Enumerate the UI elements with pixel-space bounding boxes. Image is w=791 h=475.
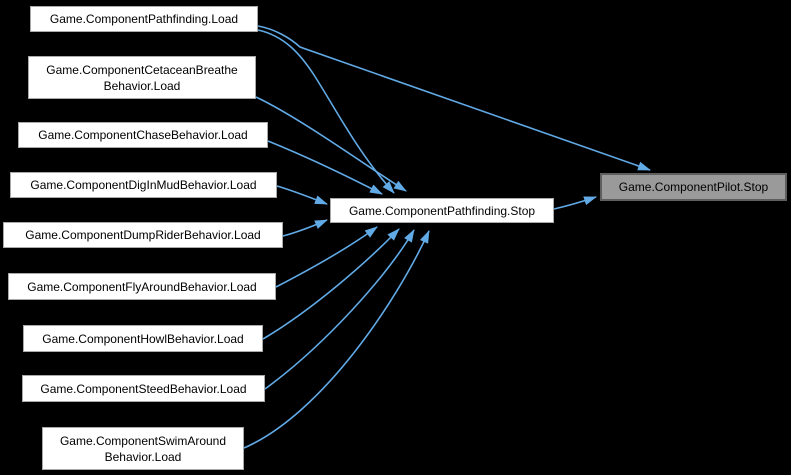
edge-howl-load-to-pathfinding-stop (262, 228, 400, 340)
node-label: Game.ComponentDumpRiderBehavior.Load (25, 228, 261, 242)
node-game-componentdumpriderbehavior-load[interactable]: Game.ComponentDumpRiderBehavior.Load (3, 222, 283, 248)
edge-fly-around-load-to-pathfinding-stop (275, 226, 378, 288)
edge-pathfinding-load-to-pathfinding-stop (257, 29, 395, 194)
node-label: Behavior.Load (104, 449, 182, 464)
edge-pathfinding-load-to-pilot-stop (257, 25, 651, 171)
node-game-componentpilot-stop-current: Game.ComponentPilot.Stop (600, 173, 787, 201)
node-label: Game.ComponentPathfinding.Load (49, 12, 239, 26)
node-game-componentsteedbehavior-load[interactable]: Game.ComponentSteedBehavior.Load (22, 375, 265, 402)
edge-dump-rider-load-to-pathfinding-stop (282, 219, 328, 237)
node-game-componentflyaroundbehavior-load[interactable]: Game.ComponentFlyAroundBehavior.Load (8, 273, 276, 300)
node-label: Game.ComponentDigInMudBehavior.Load (30, 178, 257, 192)
node-label: Game.ComponentFlyAroundBehavior.Load (27, 279, 257, 294)
node-label: Game.ComponentPathfinding.Stop (348, 203, 536, 218)
node-game-componentchasebehavior-load[interactable]: Game.ComponentChaseBehavior.Load (18, 122, 268, 148)
node-game-componentswimaroundbehavior-load[interactable]: Game.ComponentSwimAround Behavior.Load (42, 427, 244, 470)
node-label: Game.ComponentPilot.Stop (618, 180, 769, 194)
edge-chase-load-to-pathfinding-stop (267, 140, 383, 195)
edge-pathfinding-stop-to-pilot-stop (553, 196, 597, 210)
node-game-componentpathfinding-load[interactable]: Game.ComponentPathfinding.Load (30, 6, 258, 32)
edge-dig-in-mud-load-to-pathfinding-stop (276, 185, 328, 205)
node-game-componentcetaceanbreathebehavior-load[interactable]: Game.ComponentCetaceanBreathe Behavior.L… (28, 56, 256, 99)
edge-steed-load-to-pathfinding-stop (264, 229, 415, 390)
edge-swim-around-load-to-pathfinding-stop (243, 230, 430, 449)
node-label: Game.ComponentHowlBehavior.Load (42, 331, 244, 346)
node-label: Behavior.Load (103, 78, 181, 93)
node-game-componentdiginmudbehavior-load[interactable]: Game.ComponentDigInMudBehavior.Load (10, 172, 277, 198)
edge-cetacean-breathe-load-to-pathfinding-stop (255, 96, 407, 192)
node-label: Game.ComponentCetaceanBreathe (46, 62, 238, 77)
node-label: Game.ComponentSteedBehavior.Load (40, 381, 247, 396)
node-label: Game.ComponentSwimAround (59, 433, 227, 448)
node-game-componentpathfinding-stop[interactable]: Game.ComponentPathfinding.Stop (330, 198, 554, 223)
node-label: Game.ComponentChaseBehavior.Load (38, 128, 248, 142)
node-game-componenthowlbehavior-load[interactable]: Game.ComponentHowlBehavior.Load (23, 325, 263, 352)
